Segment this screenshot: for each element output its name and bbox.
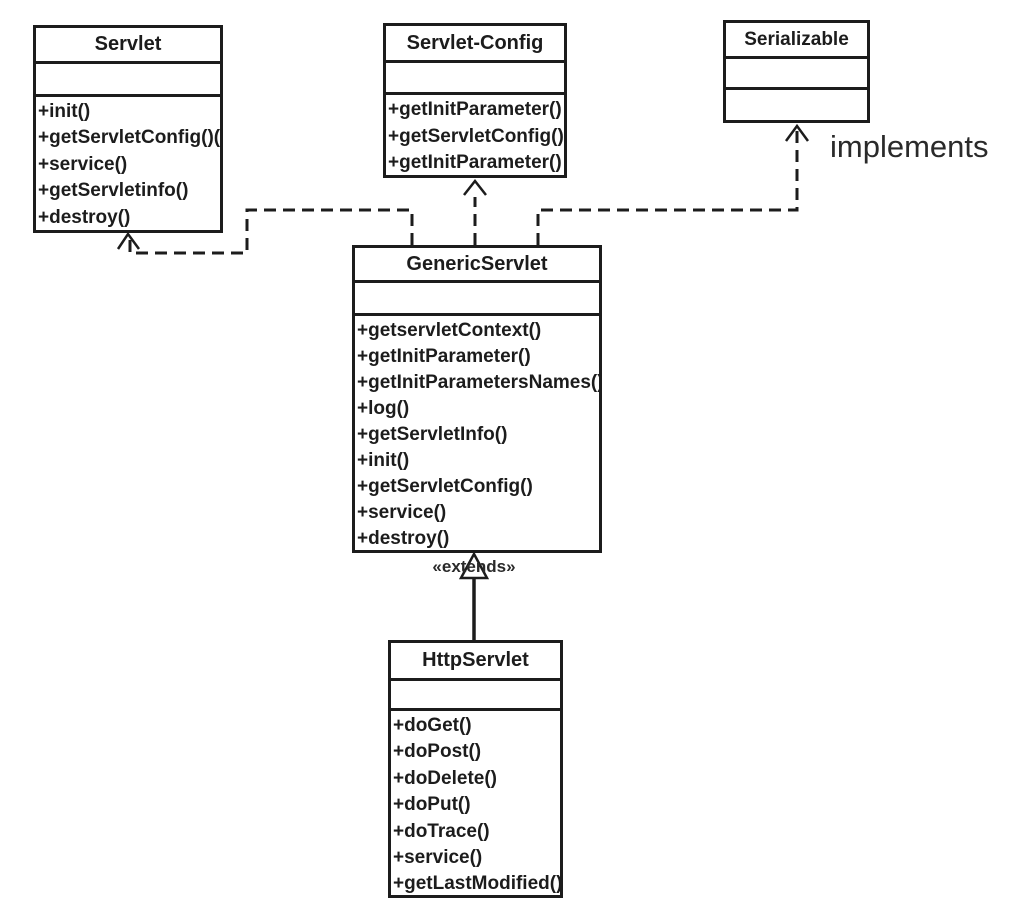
- method-label: +getServletInfo(): [357, 424, 508, 445]
- method-label: +init(): [38, 101, 91, 122]
- class-servlet-config: Servlet-Config +getInitParameter() +getSe…: [383, 23, 567, 178]
- method-label: +getServletConfig()(): [38, 127, 220, 149]
- implements-label: implements: [830, 129, 989, 164]
- class-http-servlet-title: HttpServlet: [391, 643, 560, 681]
- method-label: +log(): [357, 398, 410, 419]
- method-label: +getInitParameter(): [388, 152, 562, 173]
- class-servlet-config-methods: +getInitParameter() +getServletConfig() +g…: [386, 95, 564, 175]
- method-label: +doGet(): [393, 715, 472, 736]
- class-generic-servlet: GenericServlet +getservletContext() +getI…: [352, 245, 602, 553]
- class-serializable-title: Serializable: [726, 23, 867, 59]
- class-serializable-attributes-empty: [726, 59, 867, 90]
- class-servlet-attributes-empty: [36, 64, 220, 97]
- method-label: +destroy(): [357, 528, 450, 549]
- method-label: +doPut(): [393, 794, 471, 816]
- dashed-connector-genericservlet-to-serializable: [536, 131, 799, 245]
- method-label: +doPost(): [393, 741, 482, 763]
- method-label: +init(): [357, 450, 410, 471]
- open-arrowhead-serializable: [784, 123, 810, 142]
- method-label: +doDelete(): [393, 767, 497, 789]
- method-label: +service(): [357, 502, 447, 523]
- method-label: +service(): [393, 847, 483, 869]
- method-label: +service(): [38, 153, 128, 175]
- class-http-servlet: HttpServlet +doGet() +doPost() +doDelete()…: [388, 640, 563, 898]
- method-label: +getServletinfo(): [38, 180, 189, 202]
- class-http-servlet-attributes-empty: [391, 681, 560, 711]
- method-label: +doTrace(): [393, 820, 490, 842]
- class-generic-servlet-title: GenericServlet: [355, 248, 599, 283]
- method-label: +getInitParametersNames(): [357, 372, 599, 393]
- class-serializable: Serializable: [723, 20, 870, 123]
- class-generic-servlet-attributes-empty: [355, 283, 599, 316]
- method-label: +getServletConfig(): [357, 476, 533, 497]
- class-servlet-config-title: Servlet-Config: [386, 26, 564, 63]
- class-serializable-methods-empty: [726, 90, 867, 120]
- open-arrowhead-servlet: [116, 231, 141, 250]
- method-label: +getservletContext(): [357, 320, 542, 341]
- class-servlet-title: Servlet: [36, 28, 220, 64]
- method-label: +getLastModified(): [393, 873, 560, 895]
- class-servlet: Servlet +init() +getServletConfig()() +ser…: [33, 25, 223, 233]
- class-generic-servlet-methods: +getservletContext() +getInitParameter() +…: [355, 316, 599, 550]
- class-http-servlet-methods: +doGet() +doPost() +doDelete() +doPut() +doT…: [391, 711, 560, 895]
- method-label: +getServletConfig(): [388, 125, 564, 147]
- method-label: +getInitParameter(): [357, 346, 531, 367]
- class-servlet-methods: +init() +getServletConfig()() +service() +g…: [36, 97, 220, 230]
- open-arrowhead-servletconfig: [463, 178, 487, 196]
- method-label: +getInitParameter(): [388, 99, 562, 120]
- extends-label: «extends»: [432, 557, 516, 576]
- method-label: +destroy(): [38, 206, 131, 228]
- class-servlet-config-attributes-empty: [386, 63, 564, 95]
